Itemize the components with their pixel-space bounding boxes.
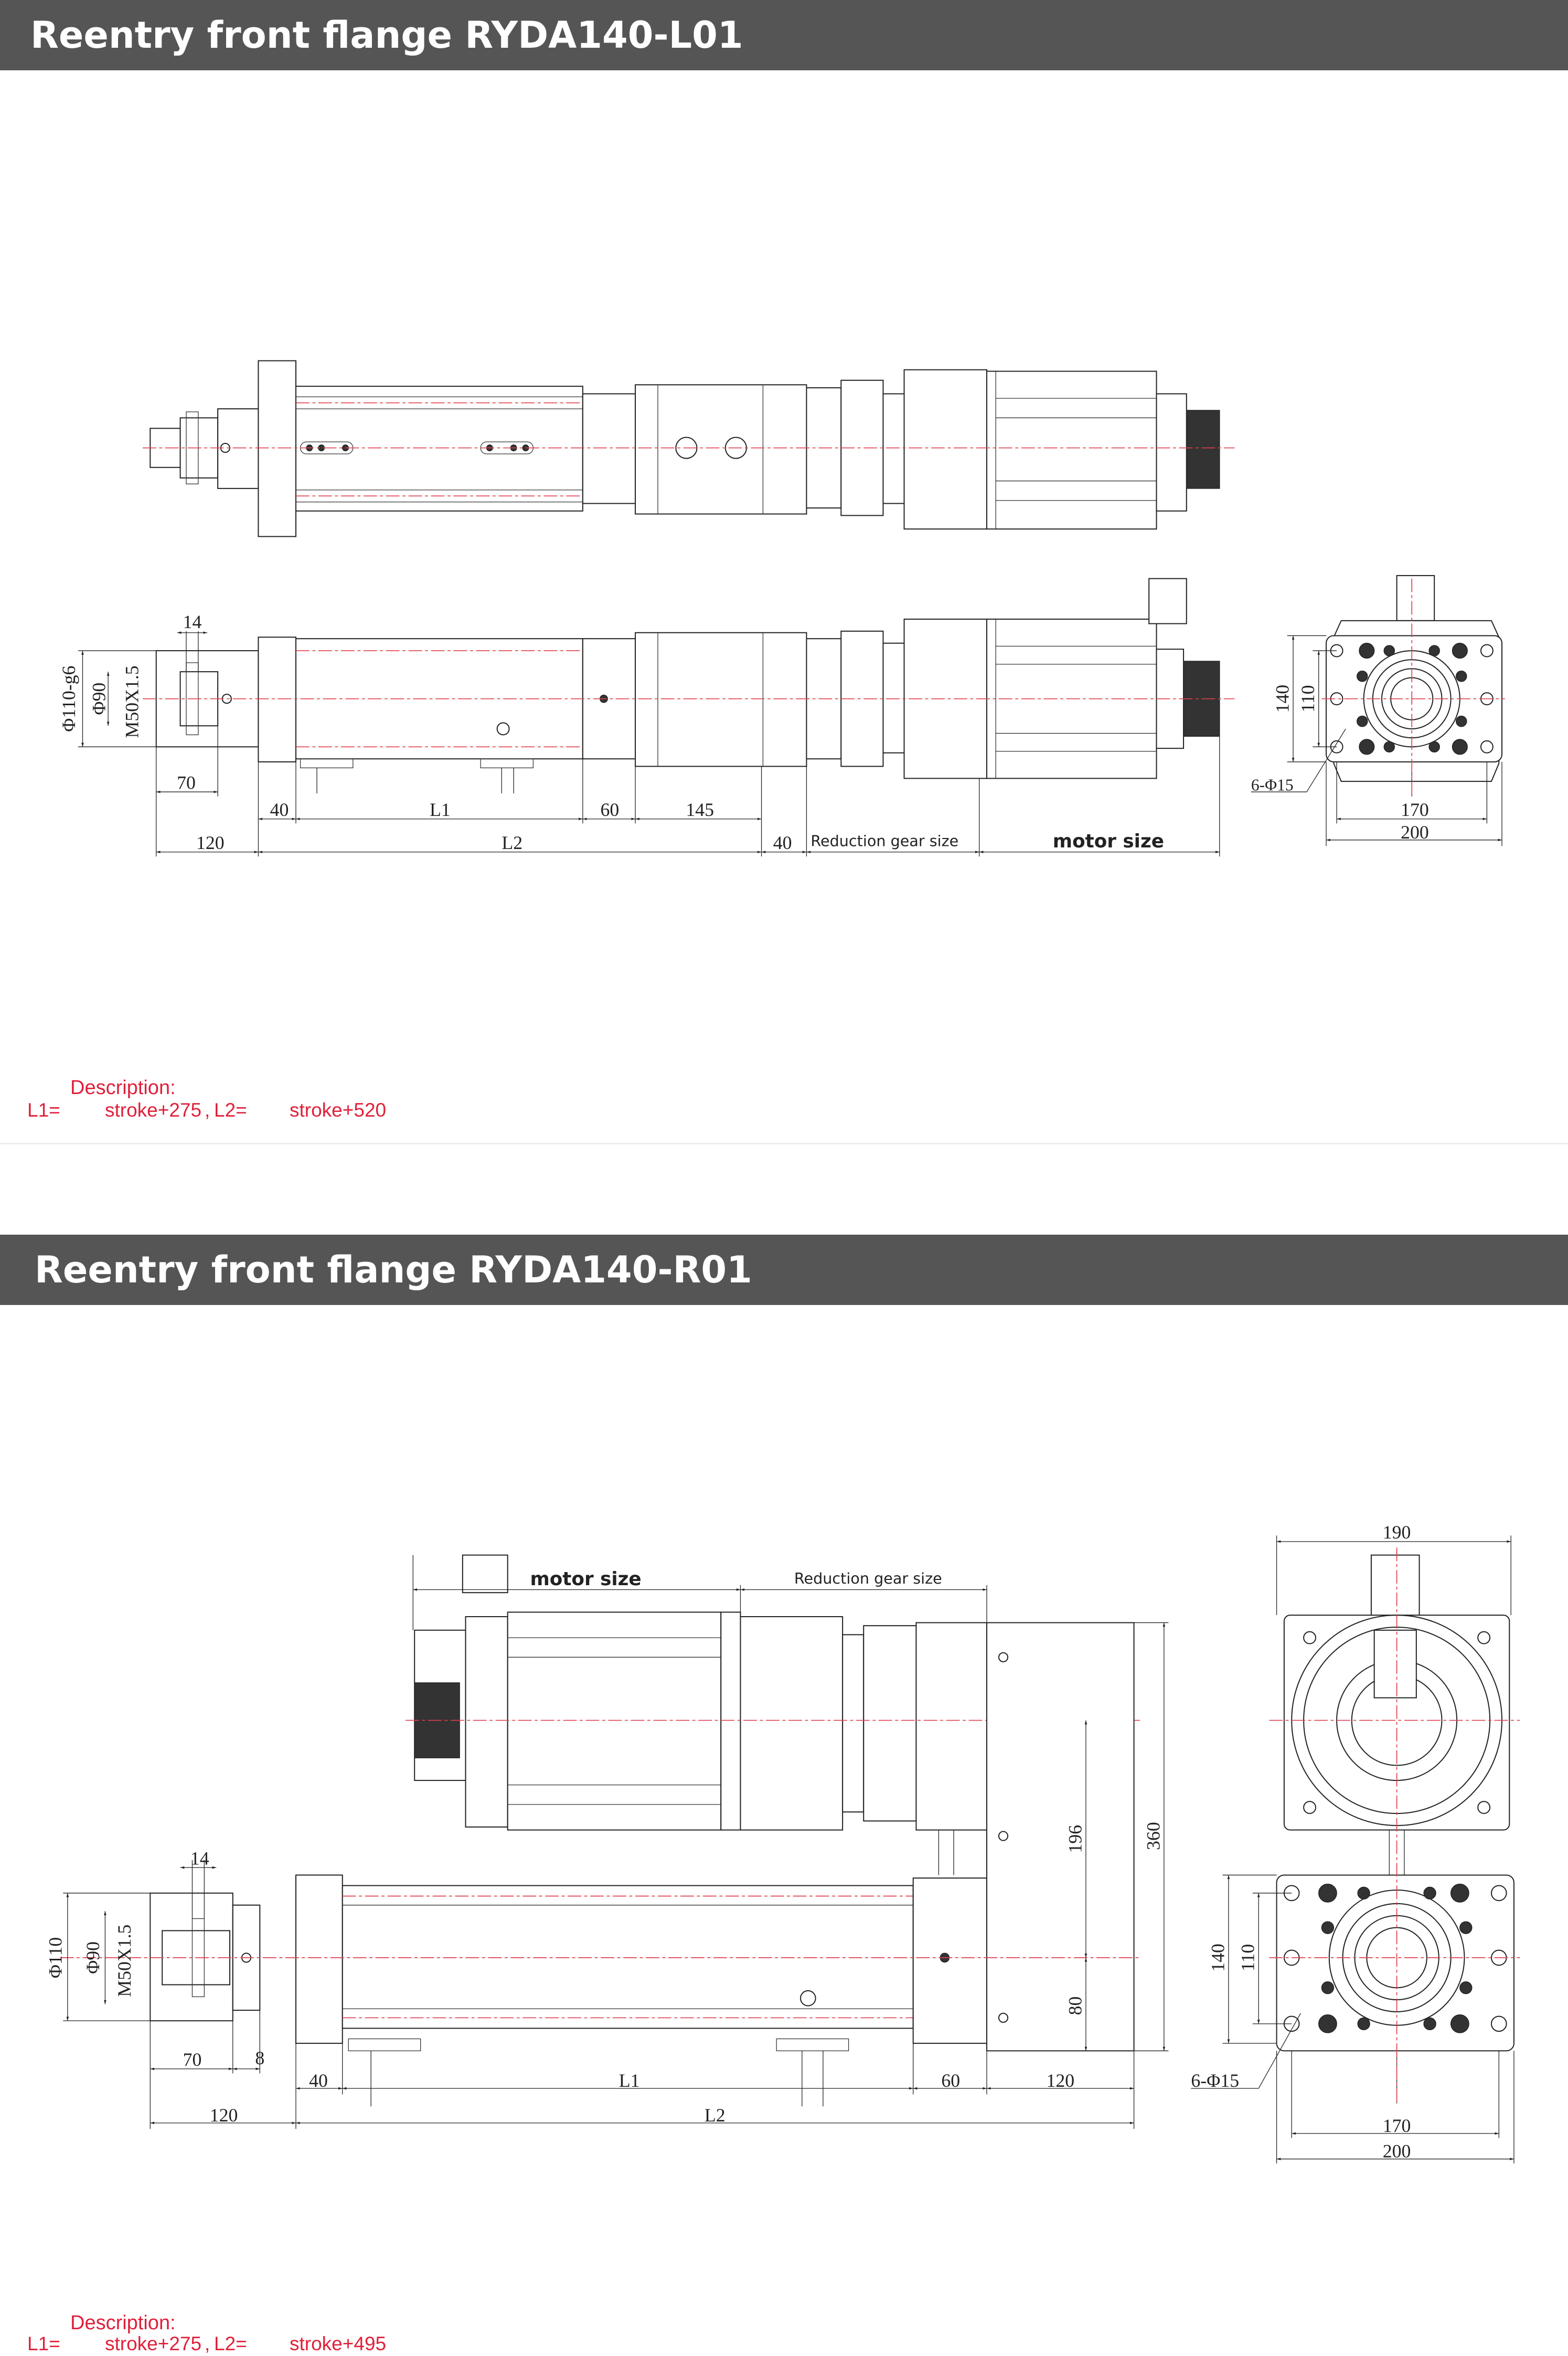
drawing-1-side-view (142, 578, 1235, 794)
section-1-description-l1-label: L1= (27, 1099, 60, 1121)
section-1-description-l2-value: stroke+520 (290, 1099, 387, 1121)
section-2-header: Reentry front flange RYDA140-R01 (0, 1235, 1568, 1305)
drawing-2-dimensions: motor size Reduction gear size 360 196 8… (45, 1555, 1169, 2129)
dim-end-width-inner: 170 (1401, 799, 1429, 820)
dim-height-total: 360 (1143, 1822, 1164, 1850)
dim-l2-2: L2 (705, 2105, 726, 2126)
dim-flange-thickness: 14 (183, 611, 202, 632)
section-divider (0, 1143, 1568, 1144)
dim-l1-2: L1 (619, 2070, 640, 2091)
dim-end-height-inner-2: 110 (1238, 1944, 1258, 1971)
dim-total-front: 120 (196, 832, 225, 853)
dim-diameter-inner: Φ90 (88, 683, 109, 715)
dim-holes-2: 6-Φ15 (1191, 2070, 1239, 2091)
dim-adapter: 40 (773, 832, 792, 853)
section-2-title: Reentry front flange RYDA140-R01 (35, 1248, 752, 1291)
section-1-description-heading: Description: (70, 1077, 176, 1099)
dim-diameter-inner-2: Φ90 (82, 1941, 103, 1974)
dim-end-height-inner: 110 (1297, 685, 1318, 713)
dim-rear-block: 120 (1046, 2070, 1074, 2091)
dim-diameter-outer: Φ110-g6 (58, 666, 79, 732)
section-1-description-separator: , (205, 1099, 210, 1121)
dim-front-length-2: 70 (183, 2049, 202, 2070)
dim-reduction-gear-size-2: Reduction gear size (794, 1569, 942, 1587)
dim-height-lower: 80 (1064, 1997, 1085, 2015)
dim-gap: 8 (255, 2047, 264, 2068)
dim-thread: M50X1.5 (121, 665, 142, 738)
dim-coupling: 145 (686, 799, 714, 820)
drawing-2-end-view: 190 140 110 6-Φ15 170 (1191, 1522, 1520, 2164)
dim-holes: 6-Φ15 (1251, 776, 1294, 794)
section-1-header: Reentry front flange RYDA140-L01 (0, 0, 1568, 70)
section-2-description-l1-value: stroke+275 (105, 2333, 202, 2354)
dim-motor-size: motor size (1053, 831, 1164, 852)
dim-l2: L2 (502, 832, 522, 853)
drawing-1-end-view: 140 110 6-Φ15 170 200 (1251, 575, 1505, 846)
section-2-description-separator: , (205, 2333, 210, 2354)
dim-front-length: 70 (177, 772, 196, 793)
dim-l1: L1 (430, 799, 451, 820)
dim-front-block: 40 (270, 799, 289, 820)
dim-mid-block-2: 60 (941, 2070, 960, 2091)
dim-end-width-inner-2: 170 (1383, 2115, 1411, 2136)
dim-front-block-2: 40 (309, 2070, 328, 2091)
section-1-description-l2-label: L2= (214, 1099, 247, 1121)
dim-total-front-2: 120 (210, 2105, 238, 2126)
section-2-description-heading: Description: (70, 2312, 176, 2334)
dim-end-height-outer-2: 140 (1207, 1944, 1228, 1972)
section-2-description-l2-label: L2= (214, 2333, 247, 2354)
drawing-1-dimensions: 14 Φ110-g6 Φ90 M50X1.5 70 40 L1 60 145 1… (58, 611, 1220, 857)
dim-thread-2: M50X1.5 (114, 1925, 135, 1997)
dim-diameter-outer-2: Φ110 (45, 1937, 66, 1978)
dim-height-offset: 196 (1064, 1825, 1085, 1853)
section-1-title: Reentry front flange RYDA140-L01 (30, 14, 743, 57)
section-2-description-l2-value: stroke+495 (290, 2333, 387, 2354)
section-1-description-l1-value: stroke+275 (105, 1099, 202, 1121)
drawing-2-side-view (60, 1554, 1142, 2107)
dim-flange-thickness-2: 14 (190, 1848, 209, 1869)
dim-motor-size-2: motor size (530, 1568, 641, 1590)
section-2-description-l1-label: L1= (27, 2333, 60, 2354)
dim-reduction-gear-size: Reduction gear size (810, 832, 958, 850)
dim-end-width-top: 190 (1383, 1522, 1411, 1543)
drawing-1-top-view (142, 360, 1235, 537)
dim-end-height-outer: 140 (1272, 685, 1293, 713)
dim-end-width-outer-2: 200 (1383, 2141, 1411, 2162)
dim-end-width-outer: 200 (1401, 822, 1429, 843)
dim-mid-block: 60 (601, 799, 620, 820)
